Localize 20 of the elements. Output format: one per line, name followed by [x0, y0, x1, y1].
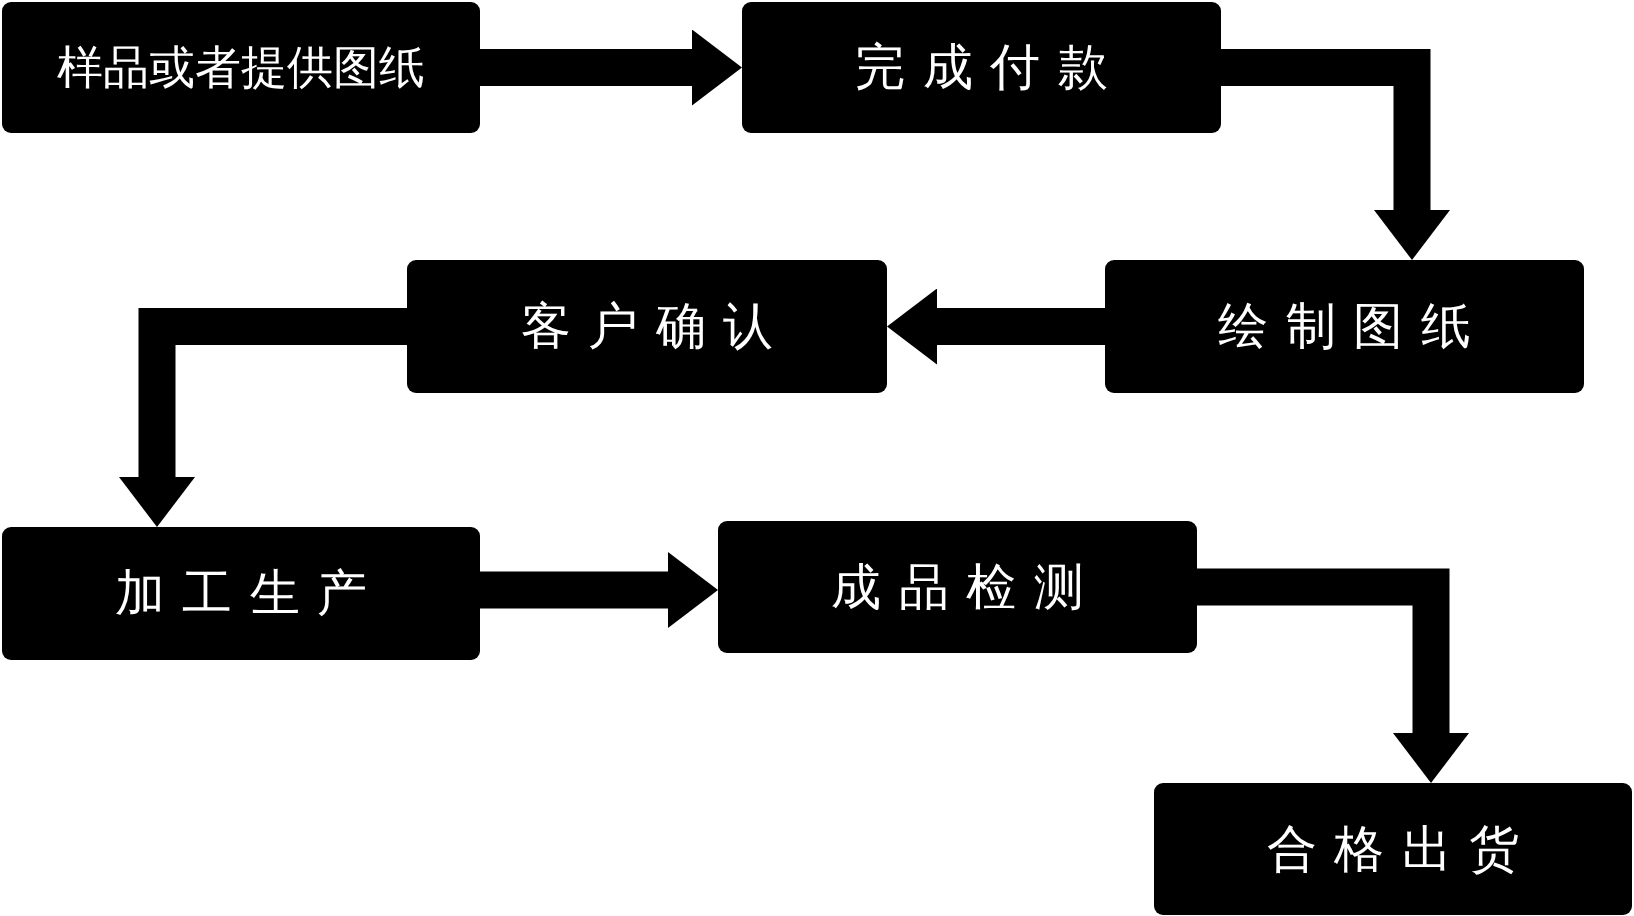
step-label: 成品检测 [831, 556, 1102, 618]
block-arrow [480, 29, 742, 106]
process-box [1105, 260, 1584, 393]
process-box [742, 2, 1221, 133]
process-box [2, 527, 480, 660]
step-label: 加工生产 [114, 563, 385, 624]
block-arrow [1221, 49, 1450, 260]
step-label: 合格出货 [1266, 818, 1537, 880]
process-box [407, 260, 887, 393]
process-box [718, 521, 1197, 653]
block-arrow [480, 552, 718, 628]
step-label: 绘制图纸 [1218, 296, 1489, 357]
block-arrow [887, 288, 1105, 365]
process-box [1154, 783, 1632, 915]
block-arrow [1197, 568, 1469, 783]
step-label: 样品或者提供图纸 [57, 38, 425, 96]
step-label: 客户确认 [520, 296, 791, 357]
block-arrow [119, 308, 407, 527]
process-box [2, 2, 480, 133]
step-label: 完成付款 [855, 37, 1126, 98]
